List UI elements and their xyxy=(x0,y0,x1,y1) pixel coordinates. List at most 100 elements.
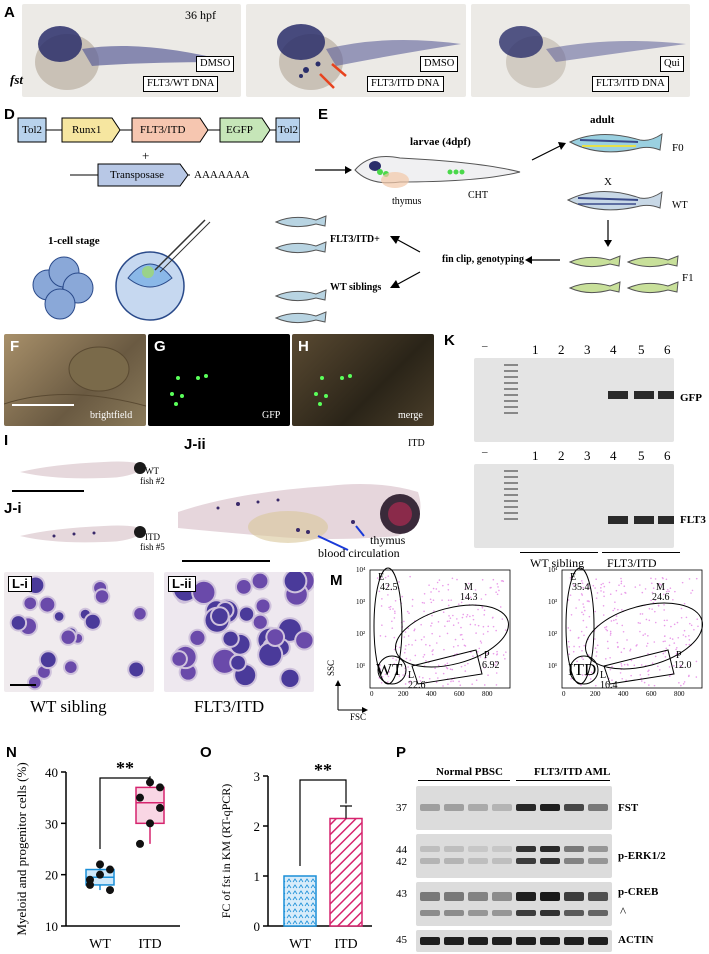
flow-event-dot xyxy=(609,656,611,659)
cell-nucleus xyxy=(296,632,313,649)
flow-event-dot xyxy=(668,675,671,677)
flow-event-dot xyxy=(583,606,585,608)
flow-event-dot xyxy=(585,626,588,628)
blot-band xyxy=(420,804,440,811)
n-point xyxy=(136,793,144,802)
flow-event-dot xyxy=(420,638,423,641)
flow-event-dot xyxy=(492,625,495,628)
n-point xyxy=(136,839,144,848)
flow-event-dot xyxy=(484,657,487,660)
cell-nucleus xyxy=(54,612,64,621)
flow-event-dot xyxy=(615,589,618,592)
panel-label-g: G xyxy=(154,338,166,355)
flow-event-dot xyxy=(407,627,410,630)
flow-event-dot xyxy=(609,668,612,671)
cytospin-wt xyxy=(4,572,154,692)
flow-itd-l: L xyxy=(600,670,607,681)
flow-event-dot xyxy=(404,683,407,685)
blot-band xyxy=(444,937,464,945)
flow-event-dot xyxy=(501,618,504,620)
flow-event-dot xyxy=(458,603,460,605)
flow-plots xyxy=(369,567,703,689)
flow-event-dot xyxy=(575,607,577,609)
flow-itd-m: M xyxy=(656,582,665,593)
flow-event-dot xyxy=(388,671,391,673)
itd-label-j: ITD xyxy=(145,532,160,542)
blot-band xyxy=(516,858,536,864)
flow-event-dot xyxy=(657,665,659,668)
flow-event-dot xyxy=(487,630,489,633)
cell-nucleus xyxy=(193,581,215,604)
flow-event-dot xyxy=(423,636,425,638)
cytospin-wt-caption: WT sibling xyxy=(30,697,107,716)
flow-event-dot xyxy=(572,650,575,653)
flow-event-dot xyxy=(380,681,383,684)
n-point xyxy=(146,778,154,787)
o-sig-bracket xyxy=(299,779,347,866)
flow-itd-tag: ITD xyxy=(568,660,597,679)
blot-band xyxy=(540,937,560,945)
flow-event-dot xyxy=(639,630,641,633)
flow-event-dot xyxy=(666,588,669,591)
mw-45: 45 xyxy=(396,934,407,946)
flow-event-dot xyxy=(640,680,643,682)
n-point xyxy=(106,865,114,874)
gfp-caption: GFP xyxy=(262,410,281,421)
flow-event-dot xyxy=(467,662,469,665)
flow-itd-m-value: 24.6 xyxy=(652,592,670,603)
construct-box-a: FLT3/WT DNA xyxy=(143,76,219,92)
flow-event-dot xyxy=(592,584,595,587)
fish2-label: fish #2 xyxy=(140,476,165,486)
flow-event-dot xyxy=(697,625,699,628)
flow-event-dot xyxy=(639,622,641,625)
flow-event-dot xyxy=(617,646,619,649)
flow-event-dot xyxy=(496,650,498,653)
flow-event-dot xyxy=(602,591,605,593)
blot-group-line-aml xyxy=(516,780,610,781)
cell-nucleus xyxy=(24,597,37,610)
flow-event-dot xyxy=(676,621,679,624)
time-label: 36 hpf xyxy=(185,8,216,22)
flow-wt-m: M xyxy=(464,582,473,593)
n-ytick-label: 10 xyxy=(45,919,58,934)
gel2-lane-1: 1 xyxy=(532,448,539,463)
flow-event-dot xyxy=(376,577,379,579)
cell-nucleus xyxy=(252,573,268,589)
flow-event-dot xyxy=(684,635,687,638)
flow-event-dot xyxy=(594,587,596,589)
cell-nucleus xyxy=(267,629,284,645)
flow-event-dot xyxy=(663,603,665,606)
cell-nucleus xyxy=(281,669,299,688)
flow-event-dot xyxy=(582,613,585,616)
panel-label-j-i: J-i xyxy=(4,500,22,517)
flow-event-dot xyxy=(431,614,433,617)
flow-event-dot xyxy=(421,601,424,604)
flow-event-dot xyxy=(504,629,507,631)
blot-band xyxy=(588,804,608,811)
flow-event-dot xyxy=(448,620,450,622)
flow-event-dot xyxy=(442,672,445,675)
blot-band xyxy=(588,846,608,852)
flow-event-dot xyxy=(432,599,435,601)
flow-event-dot xyxy=(651,608,653,610)
flow-event-dot xyxy=(492,652,495,655)
flow-event-dot xyxy=(497,586,499,588)
merge-caption: merge xyxy=(398,410,423,421)
flow-event-dot xyxy=(690,624,693,627)
flow-event-dot xyxy=(578,646,581,648)
flow-itd-l-value: 16.4 xyxy=(600,680,618,691)
flow-event-dot xyxy=(429,644,431,647)
flow-event-dot xyxy=(570,678,572,680)
treatment-box-a: DMSO xyxy=(196,56,235,72)
flow-plot-itd xyxy=(561,567,703,689)
flow-event-dot xyxy=(650,577,652,580)
flow-event-dot xyxy=(479,640,482,643)
flow-event-dot xyxy=(668,644,671,647)
flow-event-dot xyxy=(663,609,665,611)
flow-event-dot xyxy=(394,600,397,602)
flow-event-dot xyxy=(588,654,590,656)
flow-event-dot xyxy=(435,672,437,674)
flow-event-dot xyxy=(438,579,441,581)
flow-event-dot xyxy=(688,643,691,646)
flow-event-dot xyxy=(447,604,450,607)
